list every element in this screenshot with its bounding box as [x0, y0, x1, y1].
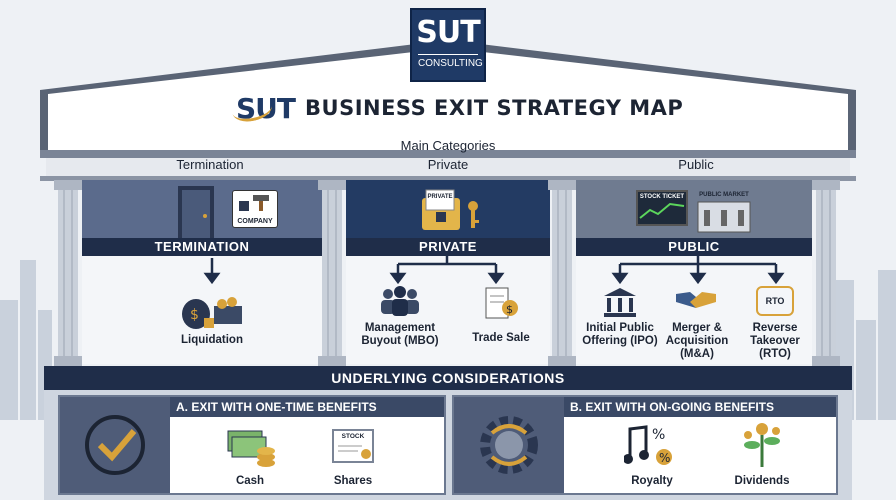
- sut-logo: SUT CONSULTING: [410, 8, 486, 82]
- private-band: PRIVATE: [346, 238, 550, 256]
- termination-band: TERMINATION: [82, 238, 322, 256]
- people-icon: [381, 286, 419, 316]
- folder-tag-text: PRIVATE: [427, 194, 453, 200]
- rto-icon: RTO: [756, 286, 794, 316]
- item-shares: Shares: [333, 475, 373, 487]
- svg-text:$: $: [506, 303, 513, 316]
- folder-lock-icon: [422, 189, 460, 230]
- column-2: [318, 180, 346, 366]
- ongoing-title: B. EXIT WITH ON-GOING BENEFITS: [564, 397, 836, 417]
- building-roof: [40, 40, 856, 181]
- column-3: [548, 180, 576, 366]
- page-title: SUT BUSINESS EXIT STRATEGY MAP: [236, 88, 696, 128]
- company-sign-text: COMPANY: [237, 218, 273, 225]
- cash-icon: [227, 430, 275, 467]
- money-bag-icon: $: [182, 297, 242, 329]
- money-plant-icon: [744, 423, 780, 467]
- checkmark-tile: [60, 397, 170, 493]
- item-cash: Cash: [235, 475, 265, 487]
- column-4: [812, 180, 840, 366]
- door-icon: [178, 186, 214, 238]
- stock-ticker-text: STOCK TICKET: [639, 194, 685, 200]
- private-folder: PRIVATE: [420, 186, 462, 232]
- item-rto: Reverse Takeover (RTO): [750, 322, 800, 360]
- category-public: Public: [678, 157, 714, 172]
- main-categories-label: Main Categories: [400, 138, 496, 153]
- gear-cycle-icon: [480, 416, 538, 474]
- item-trade-sale: Trade Sale: [472, 332, 530, 344]
- company-sign: COMPANY: [232, 190, 278, 228]
- flow-arrows: [203, 256, 785, 285]
- one-time-benefits-box: A. EXIT WITH ONE-TIME BENEFITS Cash STOC…: [58, 395, 446, 495]
- bank-icon: [604, 288, 636, 317]
- category-private: Private: [427, 157, 469, 172]
- public-panel-top: [576, 180, 812, 238]
- music-royalty-icon: %%: [624, 425, 672, 465]
- rto-icon-text: RTO: [765, 296, 785, 306]
- public-band: PUBLIC: [576, 238, 812, 256]
- stock-certificate: STOCK: [332, 429, 374, 463]
- logo-subtitle: CONSULTING: [418, 54, 483, 69]
- public-market-text: PUBLIC MARKET: [699, 192, 749, 198]
- checkmark-icon: [85, 415, 145, 475]
- key-icon: [468, 201, 479, 228]
- ongoing-benefits-box: B. EXIT WITH ON-GOING BENEFITS %% Royalt…: [452, 395, 838, 495]
- svg-text:%: %: [652, 427, 665, 443]
- document-coin-icon: $: [485, 287, 518, 319]
- svg-text:$: $: [190, 307, 199, 323]
- one-time-title: A. EXIT WITH ONE-TIME BENEFITS: [170, 397, 444, 417]
- handshake-icon: [676, 292, 716, 308]
- item-liquidation: Liquidation: [181, 334, 243, 346]
- column-1: [54, 180, 82, 366]
- category-termination: Termination: [176, 157, 244, 172]
- logo-mark: SUT: [416, 15, 480, 50]
- gear-tile: [454, 397, 564, 493]
- item-mbo: Management Buyout (MBO): [361, 322, 439, 347]
- svg-text:%: %: [659, 451, 670, 465]
- item-ipo: Initial Public Offering (IPO): [582, 322, 658, 347]
- considerations-band: UNDERLYING CONSIDERATIONS: [44, 366, 852, 390]
- title-text: BUSINESS EXIT STRATEGY MAP: [305, 96, 684, 120]
- item-royalty: Royalty: [631, 475, 673, 487]
- hammer-icon: [239, 195, 269, 211]
- public-market-building: PUBLIC MARKET: [694, 188, 754, 234]
- item-ma: Merger & Acquisition (M&A): [665, 322, 729, 360]
- stock-ticker-board: STOCK TICKET: [636, 190, 688, 226]
- stock-certificate-text: STOCK: [341, 433, 365, 440]
- certificate-icon: [338, 445, 371, 459]
- item-dividends: Dividends: [734, 475, 790, 487]
- title-logo: SUT: [236, 91, 296, 125]
- chart-up-icon: [639, 202, 685, 219]
- market-building-icon: [697, 201, 751, 233]
